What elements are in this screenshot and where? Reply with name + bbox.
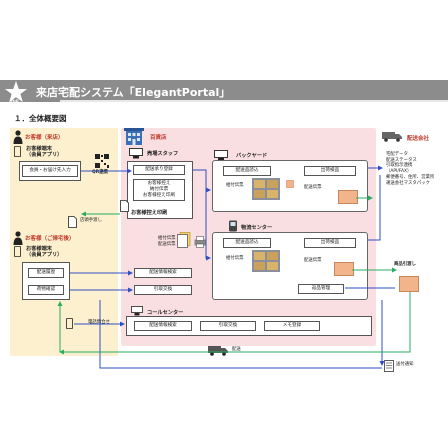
backyard-scan-button[interactable]: 配送品読込: [223, 166, 271, 176]
call-search-button[interactable]: 配送情報検索: [134, 321, 192, 331]
home-app-label-2: （会員アプリ）: [26, 252, 63, 258]
print-label: お客様控え印刷: [131, 210, 168, 216]
carrier-data-5: 郵便番号、住所、営業所: [386, 174, 435, 180]
phone-inquiry-label: 電話問合せ: [88, 320, 110, 325]
backyard-terminal-icon: [214, 150, 228, 161]
backyard-title: バックヤード: [236, 153, 268, 159]
carrier-data-1: 宅配データ: [386, 152, 408, 157]
return-management-button[interactable]: 返品管理: [298, 284, 344, 294]
call-center-title: コールセンター: [147, 310, 184, 316]
slip-task-3: お客様控え印刷: [142, 192, 176, 198]
home-app-label-1: お客様端末: [26, 246, 52, 252]
logistics-shelf-icon: [252, 250, 280, 272]
slip-task-1: お客様控え: [147, 181, 171, 187]
delivery-label: 配送: [232, 347, 241, 352]
customer-app-label-2: （会員アプリ）: [26, 152, 63, 158]
carrier-data-list: 宅配データ 配送ステータス 引取指示連携 （API/FAX） 郵便番号、住所、営…: [386, 152, 434, 186]
memo-register-button[interactable]: メモ登録: [264, 321, 320, 331]
backyard-package-icon: [338, 190, 358, 204]
delivery-history-button[interactable]: 配送履歴: [28, 268, 64, 278]
handover-doc-icon: [68, 216, 77, 228]
logistics-title: 物流センター: [241, 225, 273, 231]
customer-app-label-1: お客様端末: [26, 146, 52, 152]
logistics-package-icon: [334, 262, 354, 276]
customer-home-person-icon: [13, 231, 23, 245]
logistics-scanner-icon: [229, 220, 237, 232]
logistics-ship-button[interactable]: 出荷検品: [304, 238, 356, 248]
carrier-title: 配送会社: [407, 136, 430, 142]
handover-label: 店頭手渡し: [80, 218, 102, 223]
phone-icon: [66, 318, 73, 329]
logistics-slip-label: 配送伝票: [304, 258, 322, 263]
smartphone-icon: [14, 146, 21, 157]
pickup-label: 商品引渡し: [394, 262, 416, 267]
department-store-building-icon: [124, 128, 144, 145]
call-center-terminal-icon: [131, 306, 143, 316]
tracking-button[interactable]: 荷物確認: [28, 285, 64, 295]
title-bar: [0, 80, 448, 102]
carrier-data-4: （API/FAX）: [386, 169, 412, 175]
carrier-data-3: 引取指示連携: [386, 163, 413, 169]
receipt-notice-label: 送付通知: [396, 362, 414, 367]
customer-home-title: お客様（ご帰宅後）: [25, 236, 75, 242]
customer-person-icon: [13, 130, 23, 144]
carrier-data-6: 運送会社マスタパック: [386, 180, 430, 186]
customer-visit-title: お客様（来店）: [25, 135, 64, 141]
sales-staff-title: 売場スタッフ: [147, 151, 179, 157]
store-tag-slip-label: 紺付伝票: [158, 236, 176, 241]
store-title: 百貨店: [150, 135, 167, 141]
home-search-button[interactable]: 配送情報検索: [134, 268, 192, 278]
delivery-truck-icon: [382, 132, 402, 142]
delivery-truck-bottom-icon: [208, 346, 228, 356]
carrier-package-icon: [399, 276, 419, 292]
reception-button[interactable]: 配送承り登録: [133, 165, 185, 175]
star-logo-icon: [5, 81, 27, 102]
page-title: 来店宅配システム「ElegantPortal」: [36, 86, 231, 99]
call-exchange-button[interactable]: 引取交換: [200, 321, 256, 331]
slip-stack-icon: [177, 232, 191, 248]
carrier-data-2: 配送ステータス: [386, 157, 417, 163]
receipt-notice-icon: [384, 360, 394, 372]
qr-link-label: QR連携: [92, 170, 108, 175]
backyard-box-icon: [286, 180, 294, 188]
slip-tasks-box[interactable]: お客様控え 納付伝票 お客様控え印刷: [133, 179, 185, 201]
home-smartphone-icon: [14, 246, 21, 257]
backyard-shelf-icon: [252, 178, 280, 200]
pos-terminal-icon: [129, 148, 143, 159]
qr-code-icon: [95, 154, 109, 168]
slip-task-2: 納付伝票: [149, 187, 169, 193]
printer-icon: [194, 236, 206, 248]
store-delivery-slip-label: 配送伝票: [158, 242, 176, 247]
logo-label: DS: [10, 99, 20, 106]
logistics-tag-label: 紺付伝票: [226, 256, 244, 261]
logistics-scan-button[interactable]: 配送品読込: [223, 238, 271, 248]
section-heading: １．全体概要図: [14, 114, 67, 123]
member-input-button[interactable]: 会員・お届け先入力: [22, 165, 78, 177]
backyard-ship-button[interactable]: 出荷検品: [304, 166, 356, 176]
home-exchange-button[interactable]: 引取交換: [134, 285, 192, 295]
receipt-doc-icon: [120, 200, 129, 212]
title-underline: [60, 100, 448, 102]
backyard-slip-label: 配送伝票: [304, 185, 322, 190]
backyard-tag-label: 紺付伝票: [226, 183, 244, 188]
